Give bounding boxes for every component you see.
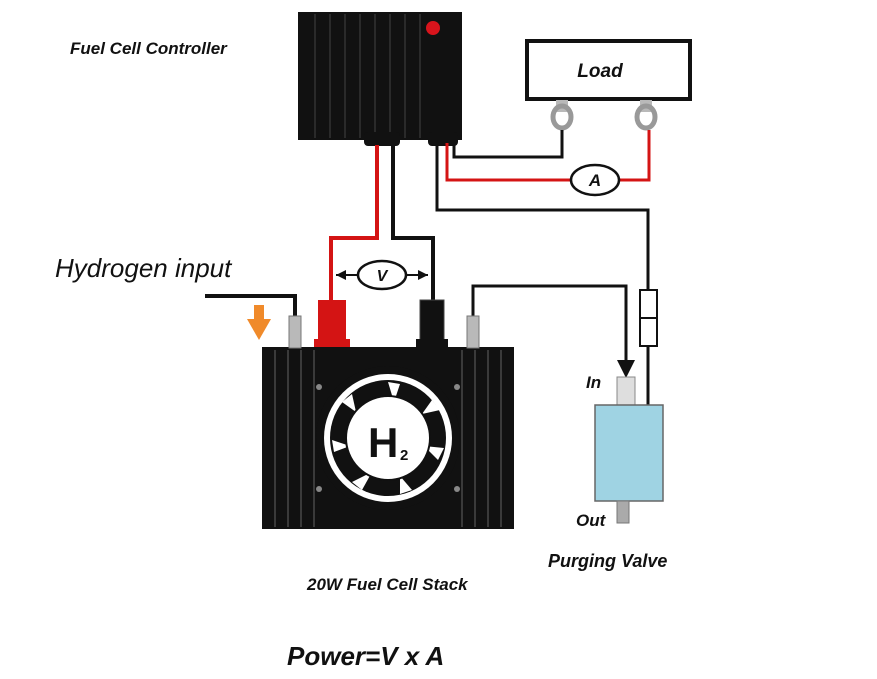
negative-terminal	[419, 299, 445, 341]
load-terminal-right	[634, 100, 658, 131]
stack-negative-wire	[391, 145, 435, 300]
load-negative-wire	[452, 130, 564, 159]
valve-outlet	[616, 500, 630, 524]
controller-label: Fuel Cell Controller	[70, 39, 228, 58]
load-label: Load	[577, 61, 623, 82]
positive-terminal	[318, 300, 346, 340]
purge-pipe	[471, 284, 628, 362]
voltmeter	[356, 259, 408, 291]
flow-direction-arrow-icon	[617, 360, 635, 378]
load-positive-wire-a	[445, 143, 572, 182]
controller-led	[426, 21, 440, 35]
power-formula: Power=V x A	[287, 641, 444, 671]
load-positive-wire-b	[618, 130, 651, 182]
hydrogen-flow-arrow-icon	[247, 305, 271, 340]
ammeter	[569, 163, 621, 197]
valve-inlet	[616, 376, 636, 408]
valve-label: Purging Valve	[548, 551, 667, 571]
hydrogen-outlet-port	[466, 315, 480, 349]
valve-out-label: Out	[576, 511, 607, 530]
purging-valve	[594, 404, 664, 502]
valve-control-wire	[435, 143, 650, 290]
h2-symbol: H	[368, 419, 398, 466]
fuel-cell-controller	[298, 12, 462, 146]
load-box	[525, 39, 692, 101]
stack-label: 20W Fuel Cell Stack	[306, 575, 469, 594]
h2-fan-icon: H 2	[316, 366, 460, 510]
ammeter-label: A	[588, 171, 601, 190]
hydrogen-input-label: Hydrogen input	[55, 253, 233, 283]
load-terminal-left	[550, 100, 574, 131]
hydrogen-input-pipe	[205, 294, 297, 320]
h2-subscript: 2	[400, 447, 408, 464]
stack-positive-wire	[329, 145, 379, 300]
valve-in-label: In	[586, 373, 601, 392]
voltmeter-label: V	[377, 268, 389, 285]
hydrogen-inlet-port	[288, 315, 302, 349]
